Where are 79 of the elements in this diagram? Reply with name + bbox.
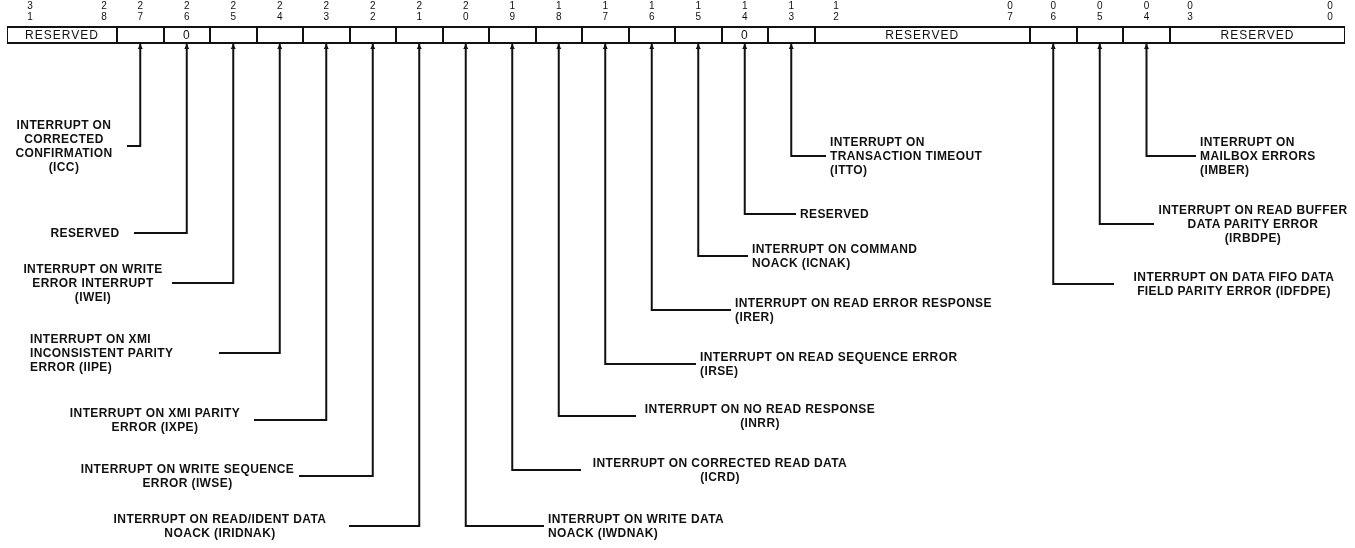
field-description: INTERRUPT ON XMI PARITY ERROR (IXPE) [60,406,250,434]
register-field: RESERVED [814,26,1030,44]
leader-line [788,43,827,157]
field-description: INTERRUPT ON READ/IDENT DATA NOACK (IRIDNAK) [95,512,345,540]
register-field: RESERVED [1170,26,1345,44]
field-description: INTERRUPT ON WRITE SEQUENCE ERROR (IWSE) [80,462,295,490]
bit-number: 03 [1186,0,1194,22]
register-field [582,26,629,44]
leader-line [695,43,749,257]
register-field [396,26,443,44]
register-field [535,26,582,44]
field-description: INTERRUPT ON TRANSACTION TIMEOUT (ITTO) [830,135,990,177]
leader-line [649,43,732,311]
leader-line [348,43,422,527]
field-description: INTERRUPT ON NO READ RESPONSE (INRR) [640,402,880,430]
leader-line [602,43,697,365]
field-description: INTERRUPT ON XMI INCONSISTENT PARITY ERROR (IIPE) [30,332,215,374]
bit-number: 26 [182,0,191,22]
register-field: RESERVED [7,26,117,44]
field-description: INTERRUPT ON MAILBOX ERRORS (IMBER) [1200,135,1340,177]
register-field [1076,26,1123,44]
field-description: RESERVED [40,226,130,240]
field-description: INTERRUPT ON WRITE DATA NOACK (IWDNAK) [548,512,738,540]
leader-line [171,43,236,284]
register-field [489,26,536,44]
register-field [1030,26,1077,44]
register-field [303,26,350,44]
bit-number: 12 [832,0,840,22]
leader-line [509,43,582,471]
register-field [768,26,815,44]
bit-number: 20 [461,0,470,22]
bit-number: 18 [554,0,563,22]
register-field [675,26,722,44]
field-description: RESERVED [800,207,890,221]
bit-number: 22 [368,0,377,22]
bit-number: 06 [1049,0,1058,22]
bit-number: 27 [136,0,145,22]
bit-number: 28 [100,0,108,22]
leader-line [218,43,283,354]
bit-number: 17 [601,0,610,22]
leader-line [556,43,637,417]
leader-line [133,43,190,234]
register-field [349,26,396,44]
leader-line [253,43,329,421]
field-description: INTERRUPT ON CORRECTED CONFIRMATION (ICC) [5,118,123,174]
register-field [1123,26,1170,44]
field-description: INTERRUPT ON DATA FIFO DATA FIELD PARITY ERROR (IDFDPE) [1118,270,1350,298]
bit-number: 23 [322,0,331,22]
leader-line [463,43,545,527]
bit-number: 25 [229,0,238,22]
leader-line [1144,43,1197,157]
bit-number: 14 [740,0,749,22]
bit-number: 21 [415,0,424,22]
leader-line [126,43,143,147]
field-description: INTERRUPT ON COMMAND NOACK (ICNAK) [752,242,962,270]
field-description: INTERRUPT ON CORRECTED READ DATA (ICRD) [585,456,855,484]
field-description: INTERRUPT ON WRITE ERROR INTERRUPT (IWEI) [18,262,168,304]
bit-number: 15 [694,0,703,22]
bit-number: 05 [1095,0,1104,22]
register-field [628,26,675,44]
register-field [117,26,164,44]
field-description: INTERRUPT ON READ SEQUENCE ERROR (IRSE) [700,350,960,378]
leader-line [1050,43,1115,285]
register-field [210,26,257,44]
bit-number: 24 [275,0,284,22]
field-description: INTERRUPT ON READ ERROR RESPONSE (IRER) [735,296,995,324]
leader-line [1097,43,1155,225]
bit-number: 13 [787,0,796,22]
bit-number: 16 [647,0,656,22]
register-field: 0 [721,26,768,44]
bit-number: 19 [508,0,517,22]
leader-line [742,43,797,215]
bit-number: 07 [1006,0,1014,22]
register-field [442,26,489,44]
leader-line [298,43,376,477]
register-field: 0 [163,26,210,44]
bit-number: 04 [1142,0,1151,22]
register-field [256,26,303,44]
field-description: INTERRUPT ON READ BUFFER DATA PARITY ERROR (IRBDPE) [1158,203,1348,245]
